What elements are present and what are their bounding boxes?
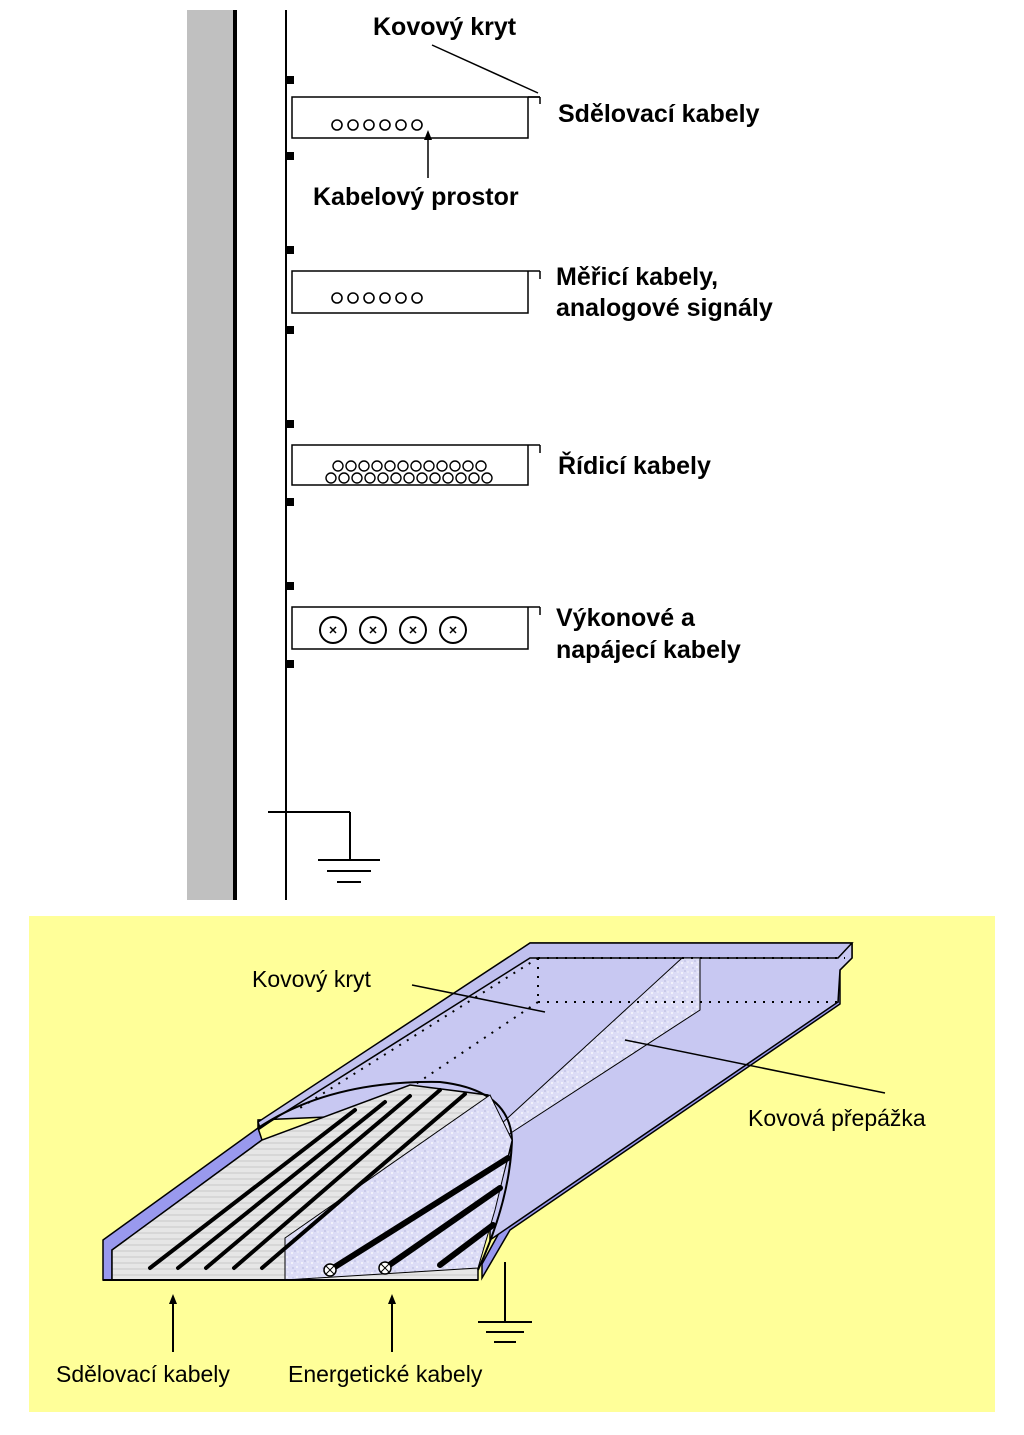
label-comm-cables-bottom: Sdělovací kabely xyxy=(56,1361,230,1387)
leader-cover-bottom xyxy=(411,984,546,1013)
label-cable-space: Kabelový prostor xyxy=(313,183,519,211)
ground-symbol-bottom xyxy=(478,1262,532,1343)
comm-cable-lines xyxy=(148,1088,467,1270)
ground-symbol-top xyxy=(268,811,380,883)
wall xyxy=(187,10,234,900)
cable-group-control xyxy=(325,460,493,484)
label-metal-partition: Kovová přepážka xyxy=(748,1105,926,1131)
cover-top-face xyxy=(257,942,854,1130)
energy-cable-lines xyxy=(327,1155,511,1273)
label-metal-cover: Kovový kryt xyxy=(373,13,517,41)
cable-group-comm xyxy=(331,119,423,131)
leader-partition xyxy=(624,1039,886,1094)
cable-group-measure xyxy=(331,292,423,304)
cable-group-power xyxy=(319,616,467,644)
tray-measurement xyxy=(286,246,541,334)
bottom-diagram: Kovový kryt Kovová přepážka Sdělovací ka… xyxy=(29,916,995,1412)
metal-partition xyxy=(499,957,701,1141)
label-energy-cables: Energetické kabely xyxy=(288,1361,483,1387)
label-control-cables: Řídicí kabely xyxy=(558,450,711,480)
tray-communication xyxy=(286,76,541,160)
label-power-cables-line1: Výkonové a xyxy=(556,604,696,632)
label-measure-cables-line2: analogové signály xyxy=(556,294,773,322)
top-diagram: Kovový kryt Sdělovací kabely Kabelový pr… xyxy=(187,10,773,900)
tray-power xyxy=(286,582,541,668)
leader-metal-cover xyxy=(431,44,539,94)
label-measure-cables-line1: Měřicí kabely, xyxy=(556,263,718,291)
hidden-edges xyxy=(299,957,845,1109)
cover-curl xyxy=(257,1080,514,1271)
tray-control xyxy=(286,420,541,506)
label-metal-cover-bottom: Kovový kryt xyxy=(252,966,371,992)
label-power-cables-line2: napájecí kabely xyxy=(556,636,741,664)
label-comm-cables: Sdělovací kabely xyxy=(558,100,760,128)
